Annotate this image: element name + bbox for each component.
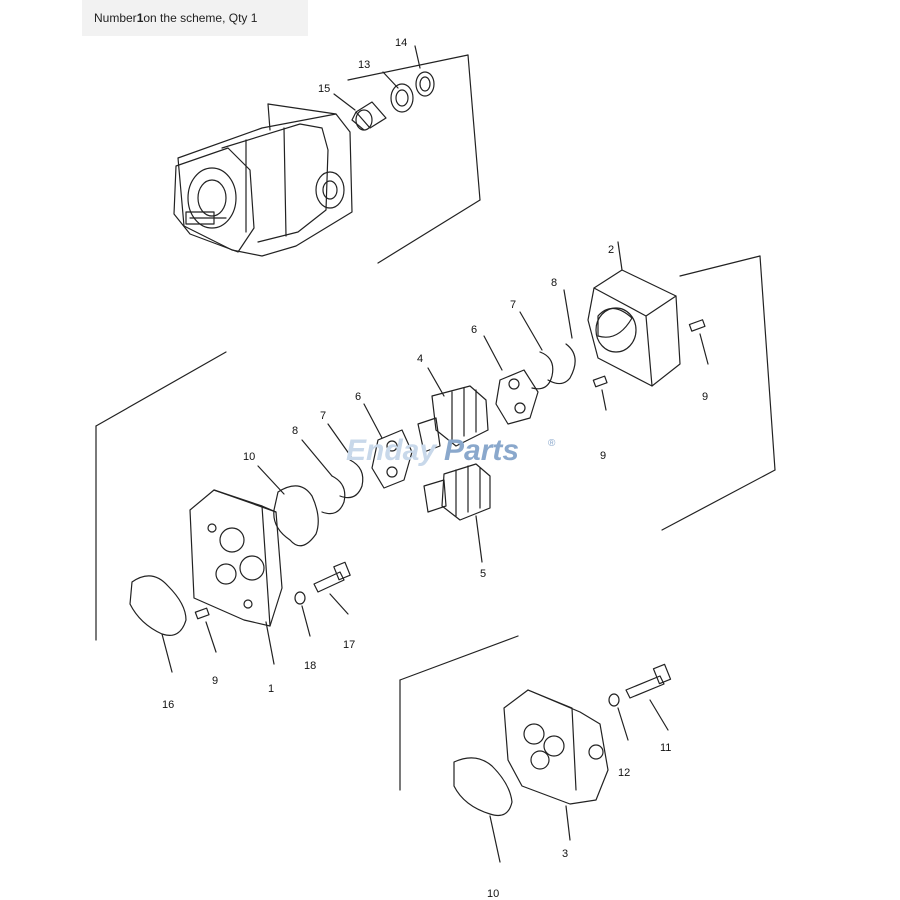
pump-assembly-drawing [173,54,481,264]
part-7-seal-left [327,423,364,499]
part-8-seal-left [301,439,346,515]
watermark-logo: Enday Parts ® [346,434,556,467]
callout-7-right: 7 [510,299,516,311]
callout-8-right: 8 [551,277,557,289]
part-6-plate-right [483,335,539,425]
callout-9-right: 9 [702,391,708,403]
scheme-caption: Number 1 on the scheme, Qty 1 [82,0,308,36]
part-2-housing [587,241,681,387]
callout-5: 5 [480,568,486,580]
part-10-gasket [257,465,319,547]
part-9-pin-b [592,375,608,411]
caption-number: 1 [136,11,144,25]
callout-labels: 14 13 15 2 8 7 6 4 6 7 8 9 9 10 5 17 18 … [162,37,708,900]
callout-1: 1 [268,683,274,695]
callout-18: 18 [304,660,316,672]
callout-13: 13 [358,59,370,71]
callout-11: 11 [660,742,671,754]
callout-17: 17 [343,639,355,651]
part-15-bushing [351,101,387,131]
callout-10: 10 [243,451,255,463]
part-13-bearing [390,83,414,113]
callout-12: 12 [618,767,630,779]
callout-9-left: 9 [212,675,218,687]
callout-16: 16 [162,699,174,711]
part-12-washer [608,693,629,741]
watermark-text-part1: Enday [346,434,437,467]
part-4-drive-gear [417,367,489,453]
callout-9-middle: 9 [600,450,606,462]
callout-7-left: 7 [320,410,326,422]
callout-8-left: 8 [292,425,298,437]
part-5-driven-gear [423,463,491,563]
callout-6-right: 6 [471,324,477,336]
callout-15: 15 [318,83,330,95]
watermark-registered: ® [548,438,556,449]
callout-4: 4 [417,353,423,365]
bottom-frame-lines [399,635,519,791]
part-9-pin-c [194,607,217,653]
caption-prefix: Number [94,11,137,25]
part-6-plate-left [363,403,413,489]
watermark-text-part2: Parts [444,434,519,467]
part-18-washer [294,591,311,637]
caption-suffix: on the scheme, Qty 1 [143,11,258,25]
part-7-seal-right [519,311,554,390]
part-3-rear-cover [503,689,609,841]
part-17-bolt [313,561,351,615]
callout-3: 3 [562,848,568,860]
part-1-front-cover [189,489,283,665]
part-8-seal-right [547,289,576,385]
callout-2: 2 [608,244,614,256]
callout-10-bottom: 10 [487,888,499,900]
part-9-pin-a [688,319,709,365]
middle-frame-lines [95,255,776,641]
callout-14: 14 [395,37,407,49]
part-16-gasket [129,575,187,673]
part-10-gasket-bottom [453,757,513,863]
part-11-bolt [625,663,672,731]
part-14-ring [415,71,435,97]
callout-6-left: 6 [355,391,361,403]
